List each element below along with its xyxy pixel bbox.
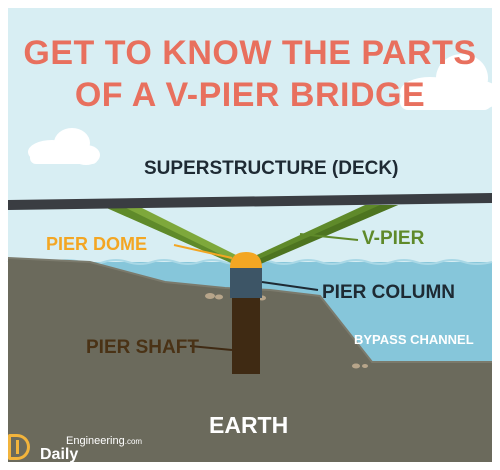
pier-shaft-shape: [232, 298, 260, 374]
v-pier-left-arm-shade: [100, 205, 244, 266]
pier-dome-label: PIER DOME: [46, 234, 148, 254]
superstructure-label: SUPERSTRUCTURE (DECK): [144, 158, 399, 179]
title-line-2: OF A V-PIER BRIDGE: [74, 76, 426, 114]
pier-dome-shape: [230, 252, 262, 268]
logo-brand: Engineering.com: [66, 435, 142, 447]
v-pier-label: V-PIER: [362, 228, 425, 249]
superstructure-deck: [8, 193, 492, 210]
pier-shaft-leader: [189, 345, 233, 351]
pier-dome-leader: [173, 244, 233, 259]
pier-shaft-label: PIER SHAFT: [86, 337, 199, 358]
logo-mark-icon: [8, 434, 30, 460]
cloud-left: [28, 128, 100, 165]
v-pier-leader: [299, 233, 359, 241]
bypass-channel-label: BYPASS CHANNEL: [354, 332, 474, 347]
logo-brand-text: Engineering: [66, 435, 125, 447]
cloud-right: [400, 54, 500, 110]
pier-column-leader: [261, 281, 319, 291]
pier-column-shape: [230, 268, 262, 298]
daily-engineering-logo: Engineering.com Daily: [6, 432, 166, 466]
pier-column-label: PIER COLUMN: [322, 282, 455, 303]
earth-label: EARTH: [209, 412, 289, 438]
logo-suffix: .com: [124, 437, 143, 446]
logo-prefix: Daily: [40, 446, 79, 463]
title-line-1: GET TO KNOW THE PARTS: [23, 34, 477, 72]
